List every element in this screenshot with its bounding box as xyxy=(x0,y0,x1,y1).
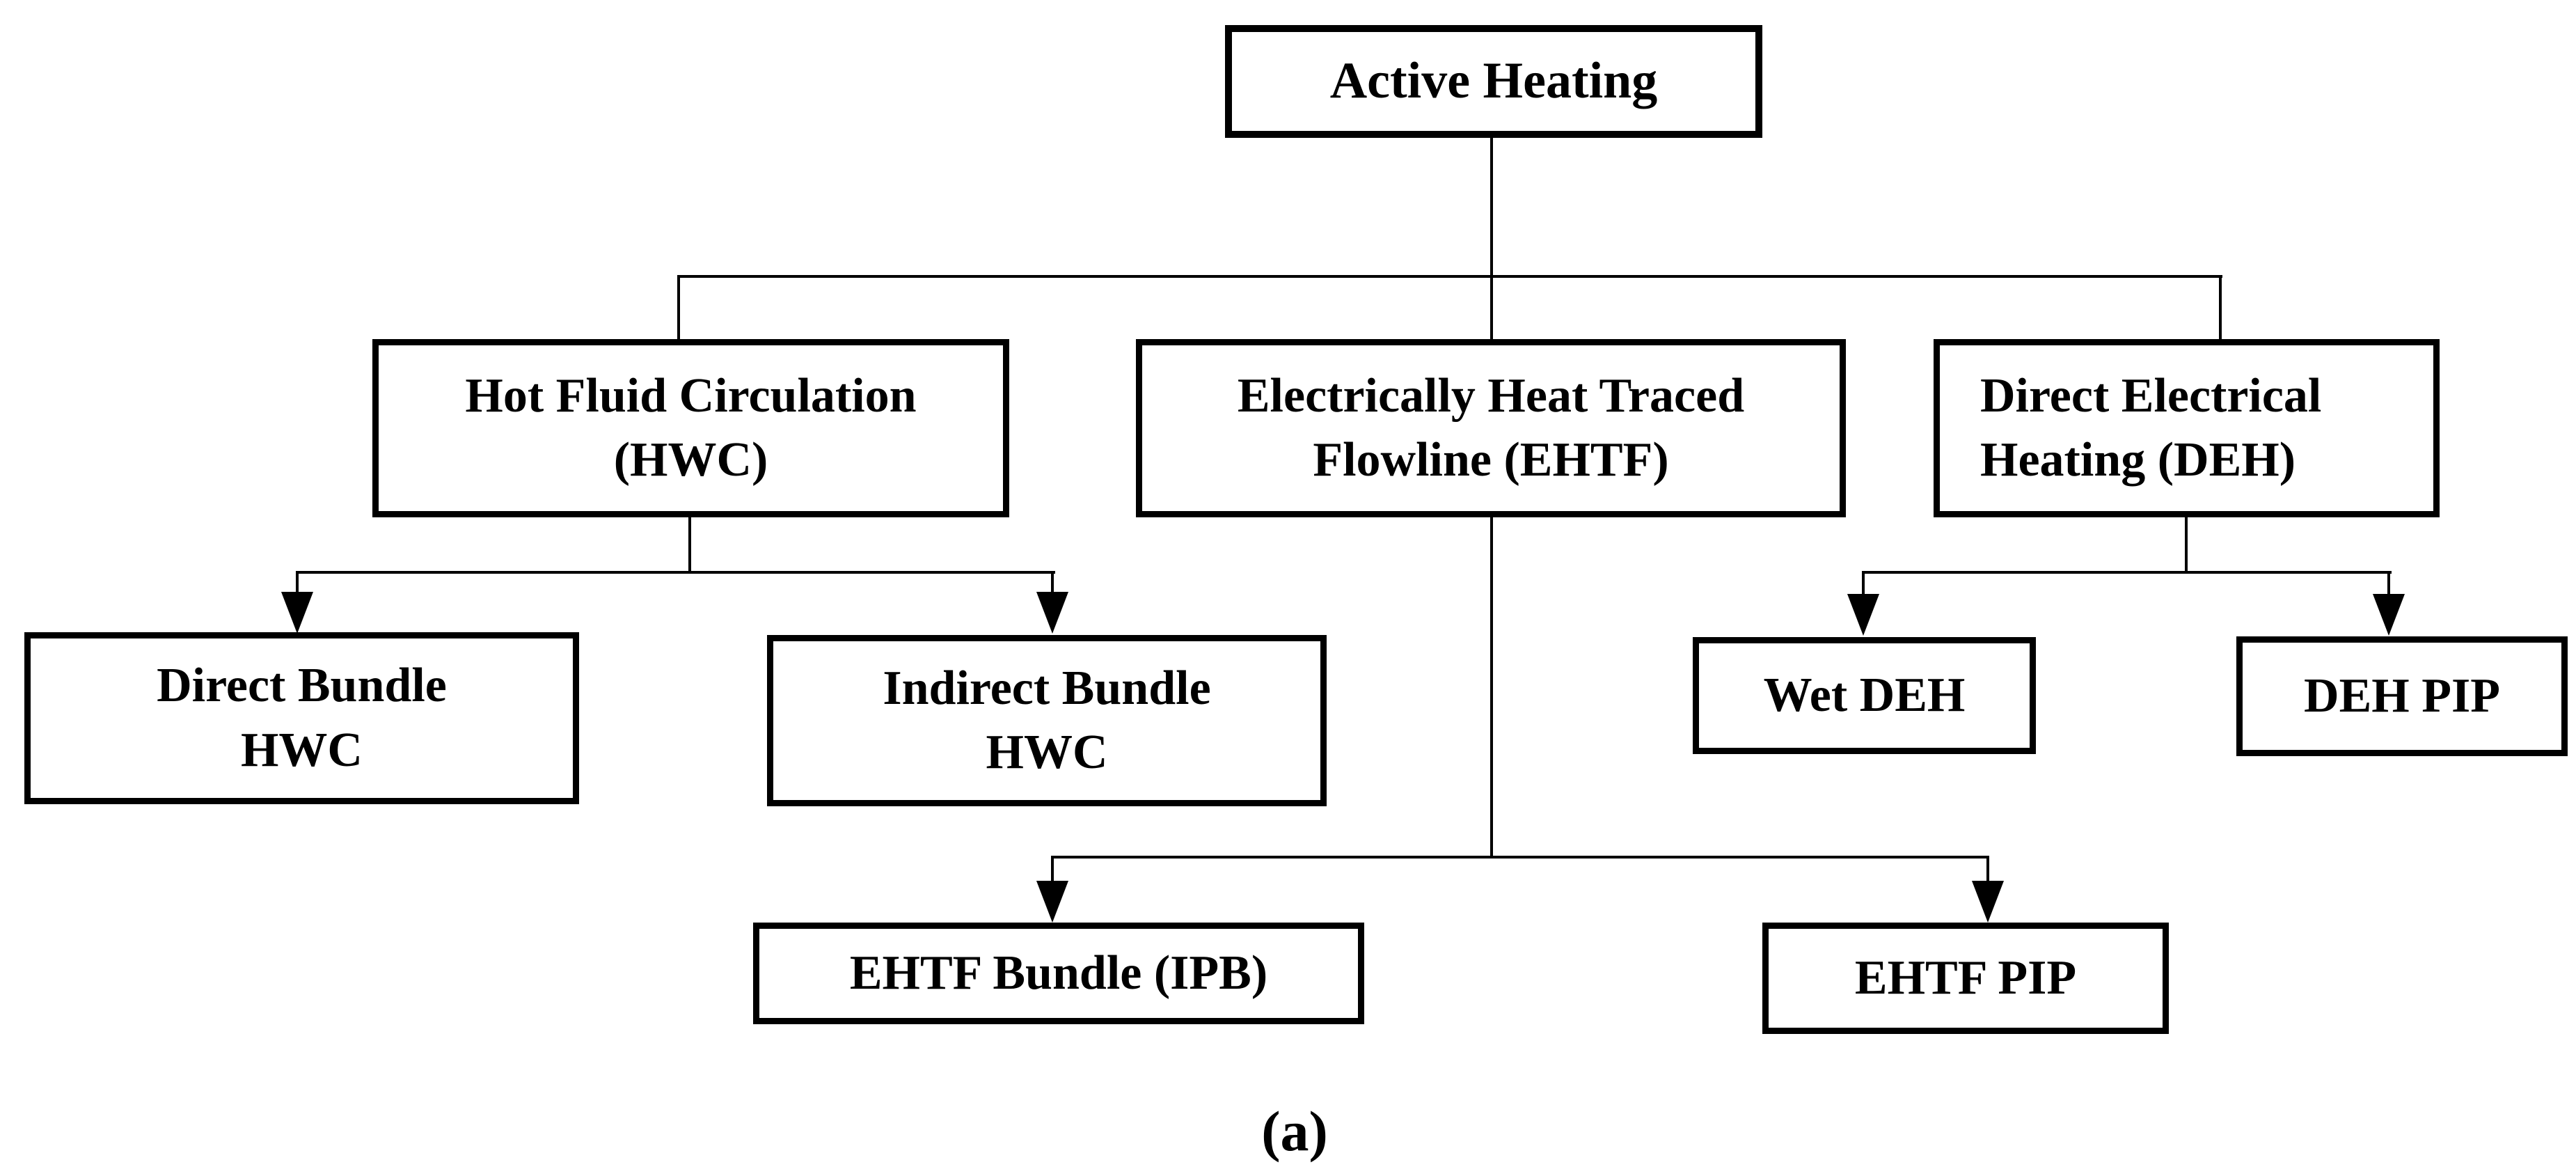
node-direct-bundle-hwc: Direct Bundle HWC xyxy=(24,632,579,804)
node-label: Hot Fluid Circulation (HWC) xyxy=(465,368,917,487)
node-deh-pip: DEH PIP xyxy=(2236,636,2568,756)
node-label: Direct Electrical Heating (DEH) xyxy=(1980,368,2322,487)
node-wet-deh: Wet DEH xyxy=(1693,637,2036,754)
node-label: DEH PIP xyxy=(2304,668,2500,723)
node-direct-electrical-heating: Direct Electrical Heating (DEH) xyxy=(1934,339,2440,517)
connector-hwc-rail xyxy=(296,571,1055,574)
arrow-down-icon xyxy=(1036,881,1068,923)
connector-ehtf-rail xyxy=(1051,856,1989,859)
node-ehtf-bundle-ipb: EHTF Bundle (IPB) xyxy=(753,923,1364,1024)
connector-deh-pip-stub xyxy=(2387,571,2390,600)
arrow-down-icon xyxy=(281,592,313,634)
connector-ehtf-pip-stub xyxy=(1986,856,1989,885)
node-electrically-heat-traced-flowline: Electrically Heat Traced Flowline (EHTF) xyxy=(1136,339,1846,517)
connector-root-trunk xyxy=(1490,136,1493,340)
connector-hwc-down xyxy=(688,516,691,574)
connector-ehtf-bundle-stub xyxy=(1051,856,1054,885)
arrow-down-icon xyxy=(1972,881,2004,923)
connector-direct-bundle-stub xyxy=(296,571,299,600)
arrow-down-icon xyxy=(1847,594,1879,636)
arrow-down-icon xyxy=(2373,594,2405,636)
arrow-down-icon xyxy=(1036,592,1068,634)
node-indirect-bundle-hwc: Indirect Bundle HWC xyxy=(767,635,1327,806)
node-active-heating: Active Heating xyxy=(1225,25,1762,138)
node-label: Indirect Bundle HWC xyxy=(883,661,1211,779)
connector-wet-deh-stub xyxy=(1862,571,1865,600)
connector-deh-stub xyxy=(2219,275,2222,340)
node-label: Active Heating xyxy=(1329,52,1658,110)
node-ehtf-pip: EHTF PIP xyxy=(1762,923,2169,1034)
node-label: Wet DEH xyxy=(1763,668,1966,722)
connector-level1-rail xyxy=(677,275,2222,278)
connector-indirect-bundle-stub xyxy=(1051,571,1054,600)
connector-hwc-stub xyxy=(677,275,680,340)
connector-deh-down xyxy=(2185,516,2188,574)
connector-ehtf-down xyxy=(1490,516,1493,859)
node-label: EHTF Bundle (IPB) xyxy=(849,946,1268,1000)
node-label: EHTF PIP xyxy=(1854,950,2077,1005)
node-hot-fluid-circulation: Hot Fluid Circulation (HWC) xyxy=(372,339,1009,517)
node-label: Direct Bundle HWC xyxy=(157,659,447,777)
node-label: Electrically Heat Traced Flowline (EHTF) xyxy=(1237,368,1745,487)
connector-deh-rail xyxy=(1862,571,2392,574)
figure-caption: (a) xyxy=(1261,1099,1328,1163)
